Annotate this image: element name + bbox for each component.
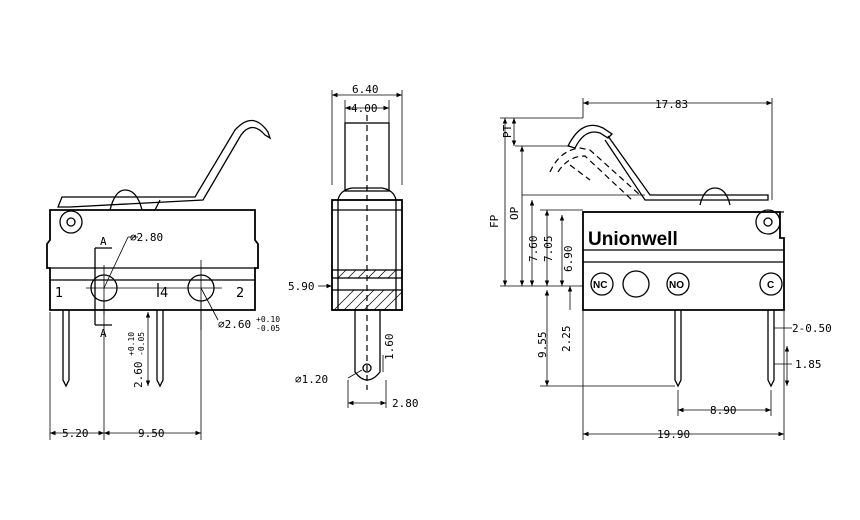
right-lever-pressed xyxy=(549,147,641,196)
pin-label-2: 2 xyxy=(236,286,244,301)
pin-spacing-tol-lower: -0.05 xyxy=(137,332,146,356)
left-view: A A ∅2.80 ∅2.60 +0.10 -0.05 1 4 2 2.60 +… xyxy=(46,119,280,440)
right-pivot xyxy=(755,209,781,235)
hole-diameter-label: ∅2.80 xyxy=(130,231,163,244)
dim-6-90: 6.90 xyxy=(562,246,575,273)
section-label-bottom: A xyxy=(100,327,107,340)
section-label-top: A xyxy=(100,235,107,248)
dim-1-60: 1.60 xyxy=(383,334,396,361)
middle-view: 6.40 4.00 5.90 ∅1.20 xyxy=(288,83,419,410)
dim-2-80: 2.80 xyxy=(392,397,419,410)
dim-9-55: 9.55 xyxy=(536,332,549,359)
lever-arm xyxy=(57,119,272,208)
dim-9-50: 9.50 xyxy=(138,427,165,440)
right-view: 17.83 Unionwell NC NO C xyxy=(488,98,832,441)
pin-hole-tol-upper: +0.10 xyxy=(256,315,280,324)
dim-7-60: 7.60 xyxy=(527,236,540,263)
svg-text:NC: NC xyxy=(593,280,607,291)
left-pin-1 xyxy=(62,310,70,388)
pin-spacing-tol-upper: +0.10 xyxy=(127,332,136,356)
lever-pivot xyxy=(59,210,83,234)
dim-2-0-50: 2-0.50 xyxy=(792,322,832,335)
dim-7-05: 7.05 xyxy=(542,236,555,263)
left-housing xyxy=(46,209,259,311)
hatch-band-1 xyxy=(337,269,397,279)
pt-label: PT xyxy=(501,124,514,138)
dim-19-90: 19.90 xyxy=(657,428,690,441)
pin-label-1: 1 xyxy=(55,286,63,301)
svg-text:C: C xyxy=(767,280,774,291)
pin-hole-diameter-label: ∅2.60 xyxy=(218,318,251,331)
terminal-nc xyxy=(590,272,614,296)
dim-6-40: 6.40 xyxy=(352,83,379,96)
fp-label: FP xyxy=(488,214,501,228)
dim-4-00: 4.00 xyxy=(351,102,378,115)
left-pin-2 xyxy=(156,310,164,388)
dim-8-90: 8.90 xyxy=(710,404,737,417)
right-housing xyxy=(582,211,785,311)
dim-5-20: 5.20 xyxy=(62,427,89,440)
dim-2-25: 2.25 xyxy=(560,326,573,353)
svg-text:NO: NO xyxy=(669,280,684,291)
pin-hole-tol-lower: -0.05 xyxy=(256,324,280,333)
dim-1-85: 1.85 xyxy=(795,358,822,371)
hatch-band-2 xyxy=(333,289,403,311)
dim-5-90: 5.90 xyxy=(288,280,315,293)
right-pin-no xyxy=(674,310,682,388)
right-lever xyxy=(567,124,769,201)
pin-label-4: 4 xyxy=(160,286,168,301)
op-label: OP xyxy=(508,206,521,220)
pin-spacing-vertical-label: 2.60 xyxy=(132,362,145,389)
dim-17-83: 17.83 xyxy=(655,98,688,111)
pin-diameter-label: ∅1.20 xyxy=(295,373,328,386)
right-pin-c xyxy=(767,310,775,388)
center-hole xyxy=(622,270,650,298)
brand-label: Unionwell xyxy=(588,229,678,250)
middle-pin xyxy=(354,310,381,381)
terminal-c xyxy=(759,272,783,296)
terminal-no xyxy=(666,272,690,296)
